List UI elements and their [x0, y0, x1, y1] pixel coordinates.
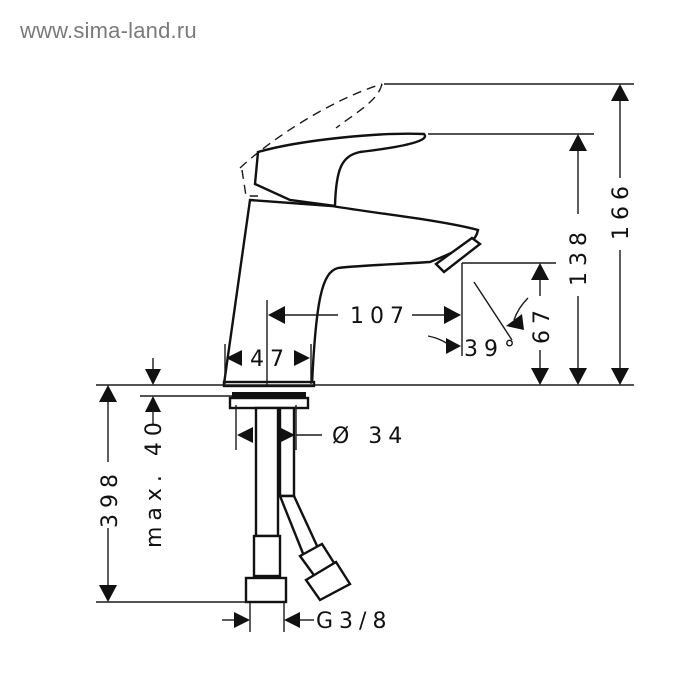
dim-spout-angle: 39°: [427, 281, 529, 362]
dim-outlet-height: 67: [530, 263, 555, 385]
dim-mounting-thickness: max. 40: [142, 358, 167, 548]
svg-text:138: 138: [567, 226, 592, 286]
svg-text:G3/8: G3/8: [316, 609, 392, 634]
watermark-text: www.sima-land.ru: [20, 18, 197, 43]
svg-text:107: 107: [350, 304, 410, 329]
dim-spout-reach: 107: [268, 304, 461, 329]
svg-text:47: 47: [250, 347, 290, 372]
lever: [253, 132, 427, 208]
dim-body-width: 47: [226, 347, 310, 372]
dim-pipe-diameter: Ø 34: [237, 424, 408, 449]
svg-text:398: 398: [98, 468, 123, 528]
svg-text:39°: 39°: [464, 337, 521, 362]
svg-text:max. 40: max. 40: [142, 416, 167, 548]
dim-total-height: 166: [609, 84, 634, 385]
dim-spout-top-height: 138: [567, 134, 592, 385]
svg-text:166: 166: [609, 180, 634, 240]
svg-text:67: 67: [530, 304, 555, 344]
svg-text:Ø 34: Ø 34: [332, 424, 408, 449]
dim-connection-thread: G3/8: [222, 609, 392, 634]
tap-body: [222, 198, 482, 388]
dim-hose-length: 398: [98, 385, 123, 602]
extension-lines: [96, 83, 634, 632]
